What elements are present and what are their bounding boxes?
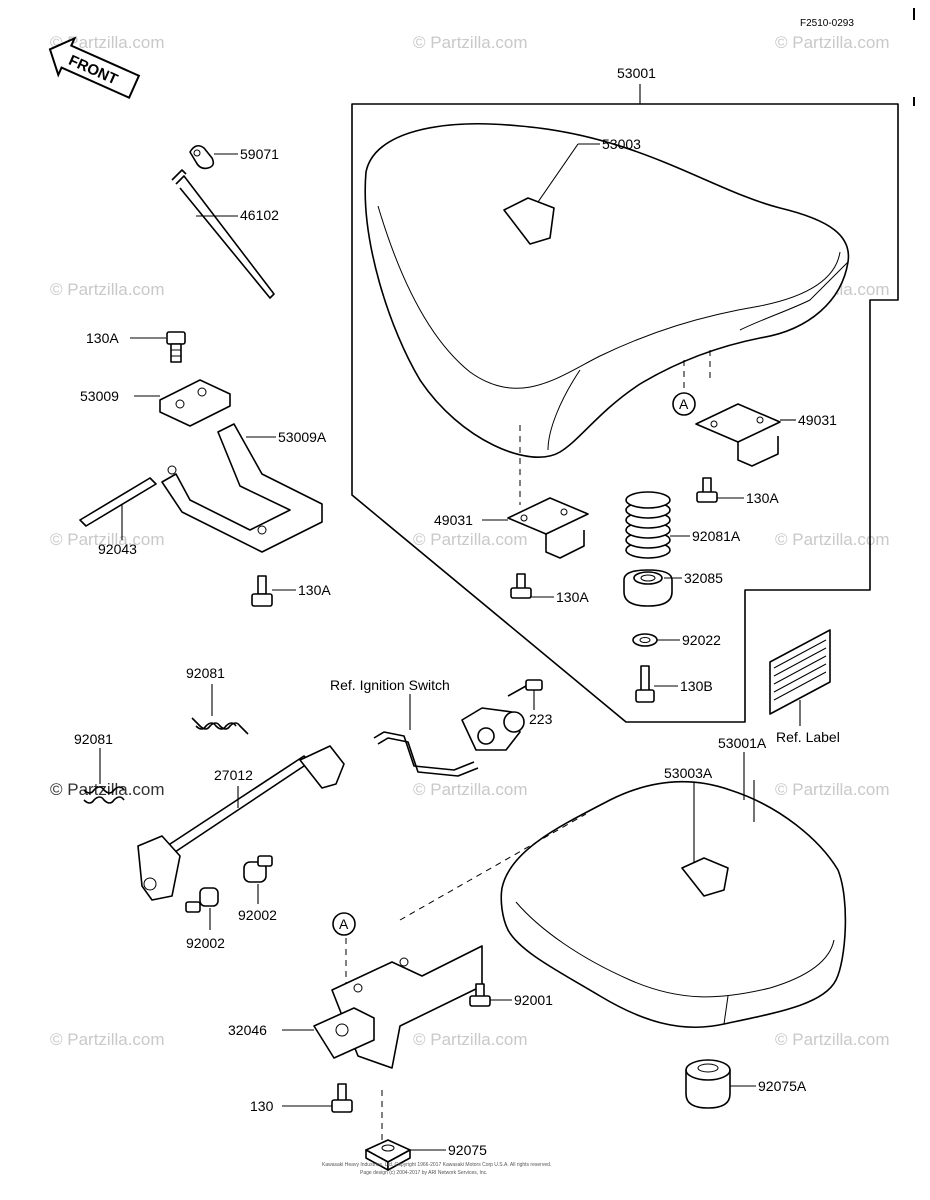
watermark: © Partzilla.com <box>775 33 890 52</box>
label-46102: 46102 <box>240 207 279 223</box>
washer-part <box>632 633 658 647</box>
watermark-layer: © Partzilla.com © Partzilla.com © Partzi… <box>50 33 890 1049</box>
label-92081-top: 92081 <box>186 665 225 681</box>
label-92081-left: 92081 <box>74 731 113 747</box>
stopper-part <box>243 855 273 883</box>
label-92002-left: 92002 <box>186 935 225 951</box>
callout-a: A <box>339 916 349 932</box>
label-92001: 92001 <box>514 992 553 1008</box>
seat-hinge-frame-part <box>161 423 323 553</box>
watermark: © Partzilla.com <box>50 33 165 52</box>
label-92075A: 92075A <box>758 1078 807 1094</box>
label-130A-right: 130A <box>746 490 779 506</box>
seat-bracket-part <box>313 945 483 1069</box>
label-27012: 27012 <box>214 767 253 783</box>
watermark: © Partzilla.com <box>50 1030 165 1049</box>
watermark: © Partzilla.com <box>50 530 165 549</box>
label-92022: 92022 <box>682 632 721 648</box>
seat-strap-part <box>681 857 729 897</box>
main-seat-part <box>364 123 850 458</box>
label-59071: 59071 <box>240 146 279 162</box>
label-53003: 53003 <box>602 136 641 152</box>
label-ref-ignition-switch: Ref. Ignition Switch <box>330 677 450 693</box>
bolt-part <box>251 575 273 607</box>
spring-part <box>191 717 249 735</box>
callout-a-circle <box>672 392 696 416</box>
label-92081A: 92081A <box>692 528 741 544</box>
stopper-part <box>185 887 219 913</box>
label-53009: 53009 <box>80 388 119 404</box>
bolt-part <box>331 1083 353 1113</box>
watermark: © Partzilla.com <box>775 530 890 549</box>
bolt-part <box>696 477 718 503</box>
ignition-cable-part <box>373 731 479 777</box>
label-130: 130 <box>250 1098 274 1114</box>
bolt-part <box>469 983 491 1007</box>
footer-design: Page design (c) 2004-2017 by ARI Network… <box>360 1170 488 1176</box>
label-53003A: 53003A <box>664 765 713 781</box>
watermark: © Partzilla.com <box>413 33 528 52</box>
ignition-switch-part <box>461 707 525 751</box>
label-49031-left: 49031 <box>434 512 473 528</box>
callout-a: A <box>679 396 689 412</box>
label-92043: 92043 <box>98 541 137 557</box>
label-53009A: 53009A <box>278 429 327 445</box>
diagram-code: F2510-0293 <box>800 18 854 29</box>
spring-part <box>83 786 125 804</box>
label-ref-label: Ref. Label <box>776 729 840 745</box>
clip-part <box>189 144 215 170</box>
callout-a-circle <box>332 912 356 936</box>
watermark: © Partzilla.com <box>775 1030 890 1049</box>
leader-line <box>399 813 587 921</box>
damper-part <box>685 1059 731 1109</box>
label-130B: 130B <box>680 678 713 694</box>
label-32046: 32046 <box>228 1022 267 1038</box>
bolt-part <box>635 665 655 703</box>
label-130A-left: 130A <box>298 582 331 598</box>
watermark: © Partzilla.com <box>413 780 528 799</box>
label-130A-top: 130A <box>86 330 119 346</box>
seat-strap-part <box>503 197 555 245</box>
footer-copyright: Kawasaki Heavy Industries, Ltd. Copyrigh… <box>322 1162 551 1168</box>
label-53001: 53001 <box>617 65 656 81</box>
label-sticker-part <box>769 629 831 715</box>
pin-part <box>79 477 157 527</box>
label-92075: 92075 <box>448 1142 487 1158</box>
watermark: © Partzilla.com <box>413 530 528 549</box>
label-130A-mid: 130A <box>556 589 589 605</box>
passenger-seat-part <box>500 780 847 1029</box>
bolt-part <box>166 331 186 363</box>
seat-bracket-part <box>695 403 781 467</box>
watermark: © Partzilla.com <box>775 780 890 799</box>
spring-part <box>625 491 671 559</box>
label-92002-right: 92002 <box>238 907 277 923</box>
seat-bracket-part <box>507 497 589 559</box>
label-32085: 32085 <box>684 570 723 586</box>
label-49031-right: 49031 <box>798 412 837 428</box>
screw-part <box>507 679 543 697</box>
watermark: © Partzilla.com <box>50 280 165 299</box>
latch-rod-part <box>137 745 345 901</box>
damper-part <box>623 569 673 607</box>
bolt-part <box>510 573 532 599</box>
watermark: © Partzilla.com <box>50 780 165 799</box>
seat-assembly-boundary <box>351 103 899 723</box>
label-223: 223 <box>529 711 553 727</box>
leader-line <box>537 143 579 203</box>
prop-rod-part <box>171 169 275 299</box>
watermark: © Partzilla.com <box>413 1030 528 1049</box>
label-53001A: 53001A <box>718 735 767 751</box>
hinge-bracket-part <box>159 379 231 427</box>
